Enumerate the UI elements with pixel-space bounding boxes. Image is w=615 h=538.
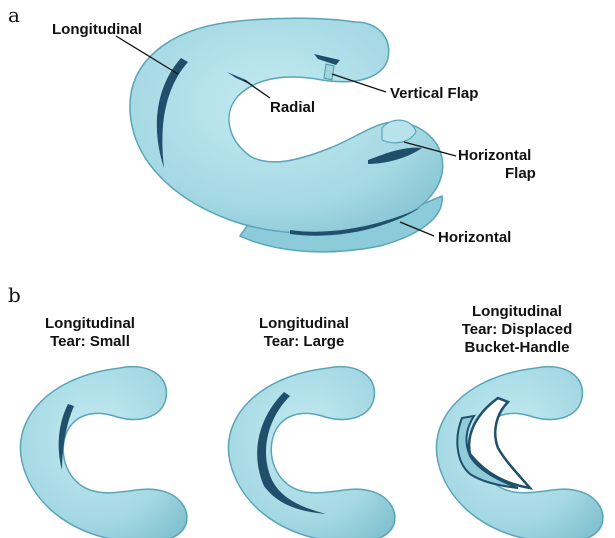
caption-small-line2: Tear: Small (50, 333, 130, 350)
panel-a-letter: a (8, 3, 20, 27)
meniscus-small-tear (20, 367, 186, 538)
label-horizontal-flap-line2: Flap (505, 165, 536, 182)
caption-large-line1: Longitudinal (259, 315, 349, 332)
caption-small-line1: Longitudinal (45, 315, 135, 332)
panel-b: b Longitudinal Tear: Small Longitudinal … (8, 283, 603, 538)
label-horizontal-flap-line1: Horizontal (458, 147, 531, 164)
caption-large-line2: Tear: Large (264, 333, 345, 350)
caption-bucket-line2: Tear: Displaced (462, 321, 573, 338)
meniscus-bucket-handle (436, 367, 602, 538)
label-longitudinal: Longitudinal (52, 21, 142, 38)
vertical-flap-piece (324, 64, 334, 80)
label-horizontal: Horizontal (438, 229, 511, 246)
panel-b-letter: b (8, 283, 21, 307)
label-radial: Radial (270, 99, 315, 116)
caption-bucket-line1: Longitudinal (472, 303, 562, 320)
meniscus-large-tear (228, 367, 394, 538)
caption-bucket-line3: Bucket-Handle (464, 339, 569, 356)
label-vertical-flap: Vertical Flap (390, 85, 478, 102)
panel-a: a Longitudinal Radial Vertical Flap Hori… (8, 3, 536, 252)
